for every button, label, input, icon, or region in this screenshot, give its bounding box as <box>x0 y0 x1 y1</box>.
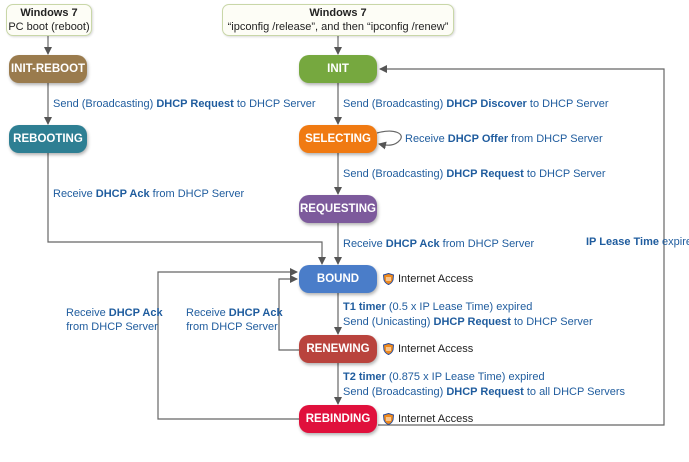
arrow-lease-expired-to-init <box>378 65 665 426</box>
label-t1-timer: T1 timer (0.5 x IP Lease Time) expired <box>343 300 532 314</box>
internet-access-rebinding: Internet Access <box>383 411 473 427</box>
state-renewing[interactable]: RENEWING <box>299 335 377 363</box>
internet-access-renewing: Internet Access <box>383 341 473 357</box>
windows7-ipconfig-box: Windows 7 “ipconfig /release”, and then … <box>222 4 454 36</box>
windows7-boot-title: Windows 7 <box>20 7 78 19</box>
label-line: from DHCP Server <box>186 321 278 333</box>
label-part: Send (Broadcasting) <box>343 386 447 398</box>
label-bold: DHCP Ack <box>95 188 150 200</box>
windows7-boot-subtitle: PC boot (reboot) <box>8 21 90 33</box>
state-init-reboot[interactable]: INIT-REBOOT <box>9 55 87 83</box>
arrow-rebinding-ack-to-bound <box>157 268 299 420</box>
label-requesting-to-bound: Receive DHCP Ack from DHCP Server <box>343 237 534 251</box>
label-part: Receive <box>53 188 96 200</box>
internet-access-label: Internet Access <box>398 343 474 355</box>
state-bound[interactable]: BOUND <box>299 265 377 293</box>
label-renewing-ack: Receive DHCP Ack from DHCP Server <box>186 306 283 334</box>
arrow-renewing-ack-to-bound <box>278 275 299 351</box>
label-bold: T2 timer <box>343 371 386 383</box>
label-part: Send (Broadcasting) <box>343 168 447 180</box>
label-part: from DHCP Server <box>149 188 245 200</box>
windows7-ipconfig-title: Windows 7 <box>309 7 367 19</box>
label-selecting-to-requesting: Send (Broadcasting) DHCP Request to DHCP… <box>343 167 606 181</box>
label-bound-to-renewing-request: Send (Unicasting) DHCP Request to DHCP S… <box>343 315 593 329</box>
label-lease-expired: IP Lease Time expired <box>586 235 689 249</box>
label-initreboot-to-rebooting: Send (Broadcasting) DHCP Request to DHCP… <box>53 97 316 111</box>
label-part: to DHCP Server <box>510 316 593 328</box>
firewall-shield-icon <box>383 413 394 425</box>
windows7-boot-box: Windows 7 PC boot (reboot) <box>6 4 92 36</box>
label-part: (0.875 x IP Lease Time) expired <box>385 371 545 383</box>
label-part: Send (Broadcasting) <box>343 98 447 110</box>
label-line: from DHCP Server <box>66 321 158 333</box>
label-bold: DHCP Request <box>156 98 234 110</box>
state-selecting[interactable]: SELECTING <box>299 125 377 153</box>
label-part: Receive <box>186 307 229 319</box>
label-part: expired <box>662 236 689 248</box>
label-part: Send (Unicasting) <box>343 316 434 328</box>
label-rebinding-ack: Receive DHCP Ack from DHCP Server <box>66 306 163 334</box>
label-part: Send (Broadcasting) <box>53 98 157 110</box>
label-line: Receive DHCP Ack <box>66 306 163 320</box>
label-bold: DHCP Offer <box>447 133 509 145</box>
label-part: Receive <box>66 307 109 319</box>
label-renewing-to-rebinding-request: Send (Broadcasting) DHCP Request to all … <box>343 385 625 399</box>
label-bold: DHCP Request <box>433 316 511 328</box>
label-part: to DHCP Server <box>526 98 609 110</box>
firewall-shield-icon <box>383 343 394 355</box>
state-rebinding[interactable]: REBINDING <box>299 405 377 433</box>
label-bold: IP Lease Time <box>586 236 659 248</box>
internet-access-label: Internet Access <box>398 273 474 285</box>
label-bold: DHCP Request <box>446 168 524 180</box>
label-line: Receive DHCP Ack <box>186 306 283 320</box>
firewall-shield-icon <box>383 273 394 285</box>
arrow-rebooting-to-bound <box>47 153 326 265</box>
label-part: from DHCP Server <box>439 238 535 250</box>
internet-access-bound: Internet Access <box>383 271 473 287</box>
label-bold: DHCP Ack <box>108 307 163 319</box>
label-bold: T1 timer <box>343 301 386 313</box>
internet-access-label: Internet Access <box>398 413 474 425</box>
label-part: to DHCP Server <box>233 98 316 110</box>
label-part: to all DHCP Servers <box>523 386 626 398</box>
label-part: (0.5 x IP Lease Time) expired <box>385 301 533 313</box>
label-rebooting-to-bound: Receive DHCP Ack from DHCP Server <box>53 187 244 201</box>
state-requesting[interactable]: REQUESTING <box>299 195 377 223</box>
label-part: from DHCP Server <box>508 133 603 145</box>
label-t2-timer: T2 timer (0.875 x IP Lease Time) expired <box>343 370 545 384</box>
label-selecting-offer-loop: Receive DHCP Offer from DHCP Server <box>405 132 603 146</box>
windows7-ipconfig-subtitle: “ipconfig /release”, and then “ipconfig … <box>227 21 449 33</box>
label-bold: DHCP Request <box>446 386 524 398</box>
label-part: to DHCP Server <box>523 168 606 180</box>
state-rebooting[interactable]: REBOOTING <box>9 125 87 153</box>
label-bold: DHCP Ack <box>228 307 283 319</box>
label-bold: DHCP Discover <box>446 98 527 110</box>
label-init-to-selecting: Send (Broadcasting) DHCP Discover to DHC… <box>343 97 609 111</box>
label-bold: DHCP Ack <box>385 238 440 250</box>
arrow-selecting-self-loop <box>376 130 402 150</box>
label-part: Receive <box>343 238 386 250</box>
label-part: Receive <box>405 133 448 145</box>
state-init[interactable]: INIT <box>299 55 377 83</box>
